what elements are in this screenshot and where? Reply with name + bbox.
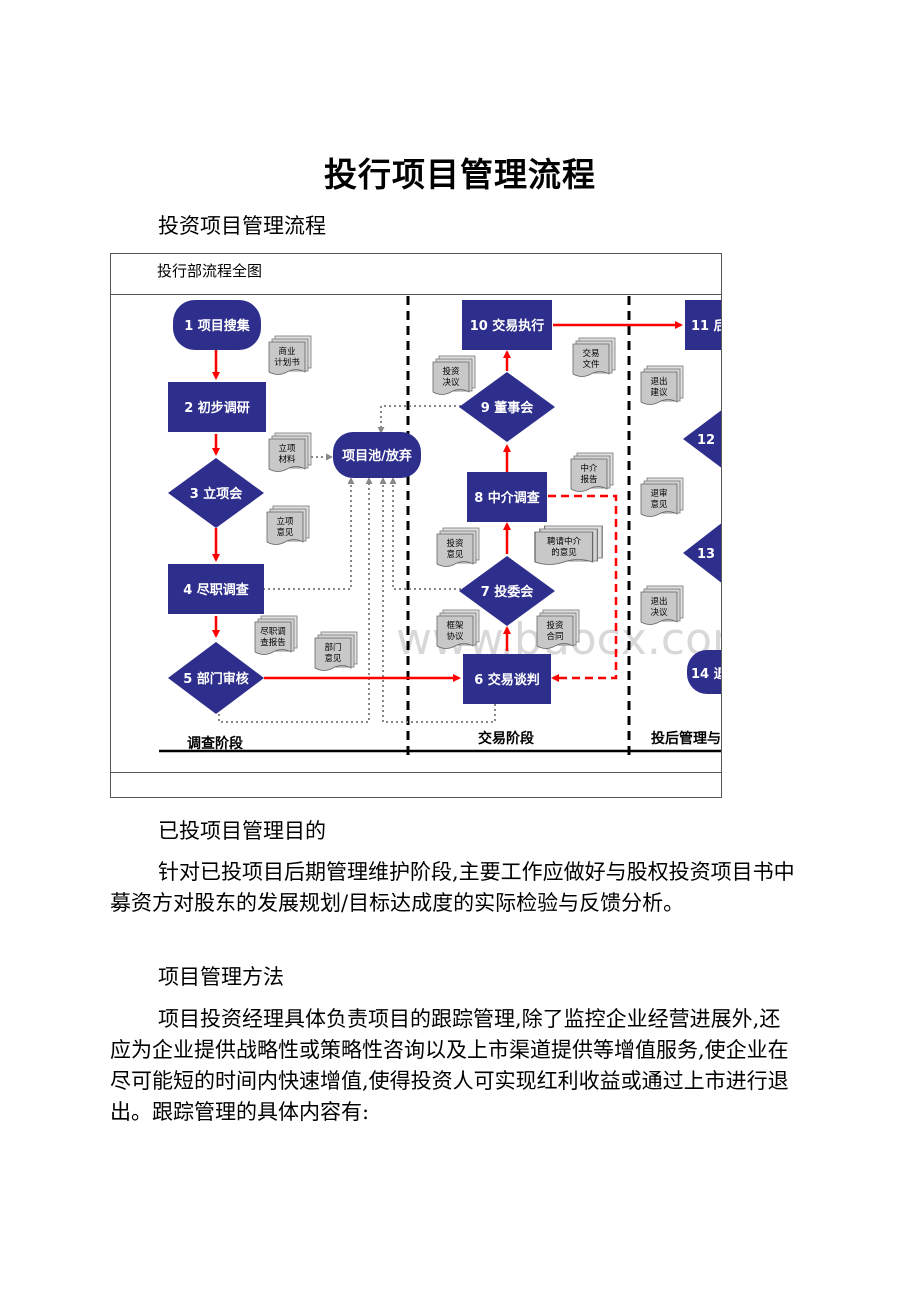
doc-exit-suggestion: 退出 建议: [640, 365, 684, 405]
node-5-department-review: 5 部门审核: [168, 642, 264, 714]
doc-approval-material: 立项 材料: [268, 432, 312, 472]
svg-text:中介: 中介: [580, 463, 598, 474]
svg-text:查报告: 查报告: [260, 637, 286, 648]
node-8-agency-investigation: 8 中介调查: [467, 472, 547, 522]
node-10-trade-execution: 10 交易执行: [462, 300, 552, 350]
svg-text:合同: 合同: [546, 631, 563, 642]
svg-text:交易: 交易: [582, 348, 599, 359]
figure-caption: 投行部流程全图: [157, 262, 263, 280]
svg-text:意见: 意见: [276, 527, 294, 538]
paragraph-purpose: 针对已投项目后期管理维护阶段,主要工作应做好与股权投资项目书中募资方对股东的发展…: [110, 860, 795, 915]
svg-text:立项: 立项: [278, 443, 296, 454]
svg-text:聘请中介: 聘请中介: [547, 536, 582, 547]
doc-framework-agreement: 框架 协议: [436, 609, 480, 649]
svg-text:13: 13: [697, 547, 715, 562]
figure-header-rule: [111, 294, 721, 295]
doc-agency-report: 中介 报告: [570, 452, 614, 492]
svg-text:意见: 意见: [650, 499, 668, 510]
svg-text:退出: 退出: [650, 596, 667, 607]
node-14-exit: 14 退: [687, 650, 722, 694]
svg-text:框架: 框架: [446, 620, 464, 631]
svg-text:3 立项会: 3 立项会: [190, 486, 244, 502]
svg-text:14 退: 14 退: [691, 667, 722, 682]
svg-text:文件: 文件: [582, 359, 600, 370]
svg-text:立项: 立项: [276, 516, 294, 527]
svg-text:材料: 材料: [278, 454, 296, 465]
node-3-approval-meeting: 3 立项会: [168, 458, 264, 528]
svg-text:投资: 投资: [546, 620, 564, 631]
node-2-preliminary-research: 2 初步调研: [168, 382, 266, 432]
svg-text:报告: 报告: [580, 474, 597, 485]
svg-text:尽职调: 尽职调: [260, 627, 286, 637]
doc-exit-review-opinion: 退审 意见: [640, 477, 684, 517]
svg-text:决议: 决议: [442, 377, 460, 388]
svg-text:4 尽职调查: 4 尽职调查: [183, 582, 250, 598]
node-13: 13: [683, 523, 721, 583]
node-1-project-collection: 1 项目搜集: [173, 300, 261, 350]
svg-text:投资: 投资: [446, 538, 464, 549]
section-heading-method: 项目管理方法: [158, 965, 284, 989]
svg-text:1 项目搜集: 1 项目搜集: [184, 318, 251, 334]
svg-text:计划书: 计划书: [274, 357, 300, 368]
stage-label-survey: 调查阶段: [187, 735, 243, 752]
svg-text:11 后: 11 后: [691, 318, 722, 334]
svg-text:退出: 退出: [650, 376, 667, 387]
svg-text:部门: 部门: [324, 642, 341, 653]
stage-label-post: 投后管理与: [651, 730, 721, 747]
svg-text:7 投委会: 7 投委会: [481, 584, 535, 600]
node-pool-abandon: 项目池/放弃: [333, 432, 421, 478]
stage-label-trade: 交易阶段: [478, 730, 534, 747]
node-7-investment-committee: 7 投委会: [459, 556, 555, 626]
svg-text:9 董事会: 9 董事会: [481, 400, 535, 416]
doc-investment-contract: 投资 合同: [536, 609, 580, 649]
svg-text:6 交易谈判: 6 交易谈判: [474, 672, 540, 688]
svg-text:决议: 决议: [650, 607, 668, 618]
paragraph-method: 项目投资经理具体负责项目的跟踪管理,除了监控企业经营进展外,还应为企业提供战略性…: [110, 1007, 789, 1124]
section-heading-flow: 投资项目管理流程: [158, 214, 326, 238]
section-heading-purpose: 已投项目管理目的: [158, 819, 326, 843]
svg-text:退审: 退审: [650, 488, 667, 499]
svg-text:意见: 意见: [446, 549, 464, 560]
doc-exit-resolution: 退出 决议: [640, 585, 684, 625]
doc-due-diligence-report: 尽职调 查报告: [254, 615, 298, 655]
node-12: 12: [683, 410, 721, 468]
svg-text:12: 12: [697, 433, 715, 448]
doc-business-plan: 商业 计划书: [268, 335, 312, 375]
node-9-board: 9 董事会: [459, 372, 555, 442]
svg-text:建议: 建议: [650, 387, 668, 398]
page-title: 投行项目管理流程: [324, 155, 596, 194]
doc-investment-opinion: 投资 意见: [436, 527, 480, 567]
svg-text:2 初步调研: 2 初步调研: [184, 400, 250, 416]
svg-text:5 部门审核: 5 部门审核: [183, 671, 249, 687]
doc-department-opinion: 部门 意见: [314, 631, 358, 671]
svg-text:项目池/放弃: 项目池/放弃: [342, 448, 412, 464]
doc-trade-documents: 交易 文件: [572, 337, 616, 377]
doc-investment-resolution: 投资 决议: [432, 355, 476, 395]
flowchart-figure: 投行部流程全图 www.bdocx.com 调查阶段 交易阶段 投后管理与: [110, 253, 722, 798]
svg-text:协议: 协议: [446, 631, 464, 642]
svg-text:的意见: 的意见: [551, 547, 577, 558]
node-4-due-diligence: 4 尽职调查: [168, 564, 264, 614]
doc-hire-agency-opinion: 聘请中介 的意见: [534, 525, 603, 566]
node-6-trade-negotiation: 6 交易谈判: [463, 654, 551, 704]
svg-text:投资: 投资: [442, 366, 460, 377]
svg-text:意见: 意见: [324, 653, 342, 664]
svg-text:商业: 商业: [278, 346, 295, 357]
doc-approval-opinion: 立项 意见: [266, 505, 310, 545]
svg-text:10 交易执行: 10 交易执行: [470, 318, 545, 334]
flowchart-svg: www.bdocx.com 调查阶段 交易阶段 投后管理与: [159, 296, 722, 759]
node-11-post: 11 后: [685, 300, 722, 350]
svg-text:8 中介调查: 8 中介调查: [474, 490, 541, 506]
figure-footer-rule: [111, 772, 721, 773]
